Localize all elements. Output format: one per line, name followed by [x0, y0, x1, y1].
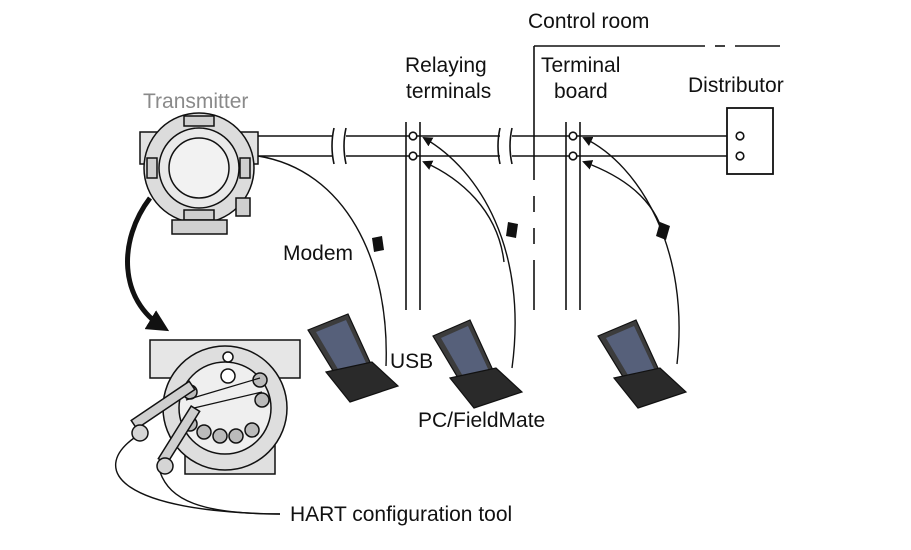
hart-probe-icon — [130, 380, 201, 475]
modem-label: Modem — [283, 242, 353, 265]
relaying-terminals-label-line1: Relaying — [405, 54, 487, 77]
cable-clip-marks — [372, 222, 670, 252]
laptop-icon — [432, 319, 524, 409]
transmitter-housing-icon — [139, 112, 259, 235]
signal-line — [258, 135, 727, 157]
distributor-box-icon — [726, 107, 774, 175]
pc-fieldmate-label: PC/FieldMate — [418, 409, 545, 432]
relaying-terminal-rails — [405, 122, 421, 310]
relaying-terminals-label-line2: terminals — [406, 80, 491, 103]
hart-tool-leads — [115, 437, 281, 515]
terminal-board-label-line1: Terminal — [541, 54, 620, 77]
control-room-label: Control room — [528, 10, 649, 33]
hart-tool-label: HART configuration tool — [290, 503, 512, 526]
terminal-housing-icon — [149, 339, 301, 475]
distributor-label: Distributor — [688, 74, 784, 97]
laptop-icon — [307, 313, 400, 403]
control-room-boundary — [533, 45, 780, 310]
laptop-icon — [597, 319, 688, 409]
usb-label: USB — [390, 350, 433, 373]
transmitter-label: Transmitter — [143, 90, 248, 113]
line-break-marks — [331, 127, 513, 165]
terminal-board-rails — [565, 122, 581, 310]
zoom-arrow — [125, 196, 170, 332]
terminal-board-label-line2: board — [554, 80, 608, 103]
